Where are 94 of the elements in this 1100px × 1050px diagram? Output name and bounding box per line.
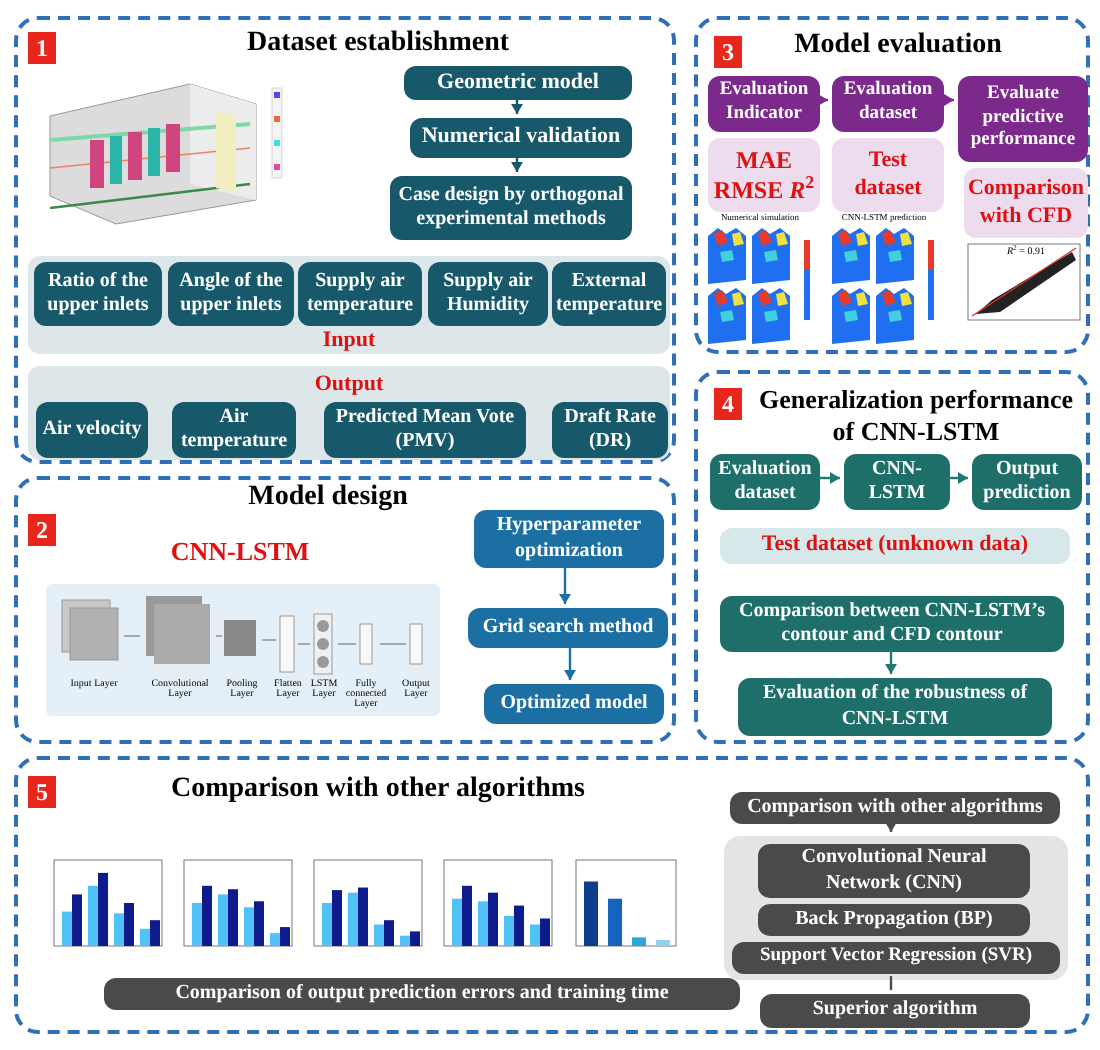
process-box — [410, 118, 632, 158]
arrow — [940, 94, 954, 106]
section-title: Generalization performance of CNN-LSTM — [756, 383, 1076, 449]
process-box — [552, 402, 668, 458]
arrow — [564, 644, 576, 680]
box-label: Test dataset (unknown data) — [759, 532, 1031, 560]
box-label: Numerical validation — [419, 124, 623, 152]
group-panel — [724, 836, 1068, 980]
section-panel — [694, 16, 1090, 354]
box-label: Comparison between CNN-LSTM’s contour and CFD contour — [737, 599, 1047, 649]
box-label: External temperature — [553, 269, 665, 319]
section-panel — [694, 370, 1090, 744]
section-number-badge — [28, 514, 56, 546]
box-label: Geometric model — [435, 69, 601, 97]
section-title: Comparison with other algorithms — [170, 772, 586, 808]
box-label: Evaluate predictive performance — [968, 83, 1078, 155]
box-label: Test dataset — [852, 147, 924, 203]
arrow — [885, 820, 897, 832]
band-label: Input — [322, 325, 376, 356]
process-box — [972, 454, 1082, 510]
diagram-heading: CNN-LSTM — [170, 536, 310, 566]
arrow — [816, 94, 828, 106]
box-label: 3 — [722, 40, 734, 64]
process-box — [738, 678, 1052, 736]
section-panel — [14, 476, 676, 744]
process-box — [758, 844, 1030, 898]
arrow — [816, 472, 840, 484]
box-label: Back Propagation (BP) — [793, 907, 995, 933]
process-box — [484, 684, 664, 724]
process-box — [428, 262, 548, 326]
process-box — [168, 262, 294, 326]
process-box — [720, 596, 1064, 652]
parameter-band — [28, 256, 670, 354]
arrow — [885, 648, 897, 674]
process-box — [104, 978, 740, 1010]
box-label: Air velocity — [40, 417, 144, 443]
data-band — [720, 528, 1070, 564]
box-label: 1 — [36, 36, 48, 60]
box-label: 2 — [36, 518, 48, 542]
process-box — [404, 66, 632, 100]
process-box — [708, 76, 820, 132]
process-box — [34, 262, 162, 326]
box-label: Evaluation Indicator — [717, 80, 811, 128]
box-label: Support Vector Regression (SVR) — [757, 946, 1035, 970]
process-box — [468, 608, 668, 648]
box-label: Convolutional Neural Network (CNN) — [799, 846, 989, 896]
box-label: Supply air temperature — [304, 269, 416, 319]
section-number-badge — [714, 388, 742, 420]
process-box — [844, 454, 950, 510]
section-title: Model design — [248, 480, 408, 516]
box-label: Air temperature — [178, 405, 290, 455]
arrow — [511, 96, 523, 114]
process-box — [730, 792, 1060, 824]
box-label: Grid search method — [480, 615, 656, 641]
process-box — [832, 76, 944, 132]
process-box — [758, 904, 1030, 936]
process-box — [36, 402, 148, 458]
box-label: Comparison with CFD — [965, 175, 1087, 231]
box-label: MAE RMSE R$^{2}$ — [711, 145, 817, 205]
box-label: 5 — [36, 780, 48, 804]
section-number-badge — [714, 36, 742, 68]
box-label: Optimized model — [498, 691, 650, 717]
band-label: Output — [314, 369, 384, 400]
box-label: Superior algorithm — [810, 998, 980, 1024]
box-label: Evaluation of the robustness of CNN-LSTM — [760, 682, 1030, 732]
box-label: Evaluation dataset — [716, 457, 814, 507]
process-box — [474, 510, 664, 568]
box-label: CNN-LSTM — [866, 457, 928, 507]
parameter-band — [28, 366, 670, 460]
box-label: Angle of the upper inlets — [177, 269, 285, 319]
box-label: Predicted Mean Vote (PMV) — [333, 405, 517, 455]
box-label: Ratio of the upper inlets — [45, 269, 151, 319]
arrow — [511, 154, 523, 172]
result-box — [832, 138, 944, 212]
box-label: Evaluation dataset — [841, 80, 935, 128]
section-panel — [14, 16, 676, 464]
box-label: Comparison with other algorithms — [745, 795, 1045, 821]
section-number-badge — [28, 32, 56, 64]
section-number-badge — [28, 776, 56, 808]
box-label: 4 — [722, 392, 734, 416]
process-box — [732, 942, 1060, 974]
box-label: Draft Rate (DR) — [562, 405, 658, 455]
process-box — [760, 994, 1030, 1028]
arrow — [946, 472, 968, 484]
box-label: Case design by orthogonal experimental methods — [396, 183, 626, 233]
box-label: Output prediction — [981, 457, 1073, 507]
box-label: Supply air Humidity — [441, 269, 535, 319]
section-title: Model evaluation — [794, 28, 1002, 64]
section-title: Dataset establishment — [246, 26, 510, 62]
box-label: Comparison of output prediction errors and training time — [173, 981, 671, 1007]
box-label: Hyperparameter optimization — [494, 514, 644, 564]
arrow — [559, 564, 571, 604]
process-box — [324, 402, 526, 458]
section-panel — [14, 756, 1090, 1034]
